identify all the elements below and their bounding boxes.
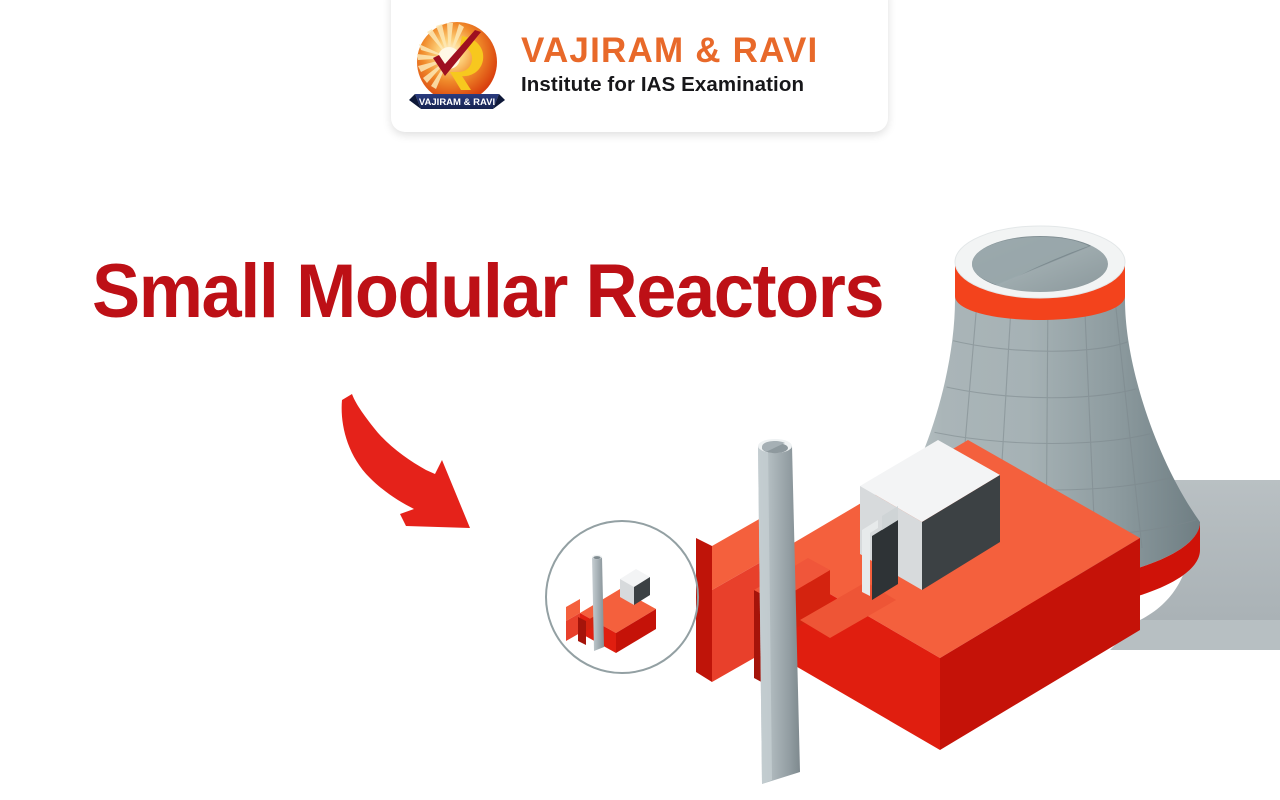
red-platform (696, 440, 1140, 750)
inset-smokestack (592, 554, 604, 651)
nuclear-power-plant-illustration (500, 150, 1280, 800)
brand-title: VAJIRAM & RAVI (521, 31, 819, 71)
logo-ribbon-text: VAJIRAM & RAVI (419, 97, 495, 108)
reactor-building (860, 440, 1000, 600)
page-title: Small Modular Reactors (92, 249, 885, 334)
ground-shadow (1110, 480, 1280, 650)
zoom-inset-miniature-plant (558, 535, 682, 659)
brand-subtitle: Institute for IAS Examination (521, 72, 805, 96)
brand-card: VAJIRAM & RAVI VAJIRAM & RAVI Institute … (391, 0, 888, 132)
brand-text-block: VAJIRAM & RAVI Institute for IAS Examina… (521, 33, 818, 100)
smokestack (758, 439, 800, 784)
inset-reactor-building (620, 569, 650, 605)
zoom-inset-circle (545, 520, 699, 674)
curved-down-right-arrow-icon (322, 382, 497, 532)
vajiram-ravi-logo-icon: VAJIRAM & RAVI (405, 14, 509, 118)
